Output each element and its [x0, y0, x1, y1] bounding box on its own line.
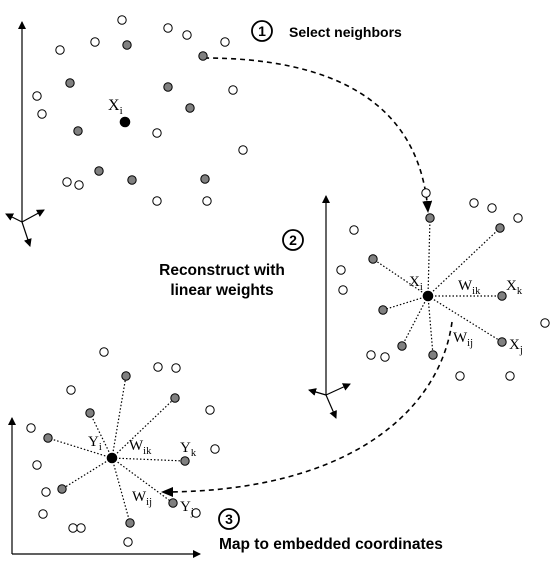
- axis-left: [5, 213, 23, 223]
- axis-down: [21, 221, 32, 247]
- label-yk: Yk: [180, 440, 197, 459]
- points-high-dim: [32, 15, 248, 206]
- label-yi: Yi: [88, 434, 102, 453]
- step-3-badge: 3: [218, 508, 240, 530]
- axes-high-dim: [5, 21, 45, 247]
- step-1-label: Select neighbors: [289, 24, 402, 40]
- weight-lines-neighborhood: [372, 217, 503, 356]
- label-wij: Wij: [453, 330, 473, 349]
- axis-left: [308, 388, 327, 396]
- svg-text:3: 3: [225, 511, 233, 527]
- label-xi: Xi: [108, 97, 123, 117]
- label-center-xi: Xi: [409, 274, 423, 293]
- svg-text:2: 2: [289, 232, 297, 248]
- step-2-label-line2: linear weights: [170, 282, 273, 299]
- arrow-reconstruct-to-embed: [161, 321, 453, 497]
- step-2-badge: 2: [282, 229, 304, 251]
- label-xj: Xj: [509, 337, 523, 356]
- axes-neighborhood: [308, 195, 351, 419]
- axis-diag-up: [21, 209, 45, 223]
- label-wij-embed: Wij: [132, 489, 152, 508]
- axes-embedding: [8, 417, 201, 558]
- step-3-label: Map to embedded coordinates: [219, 536, 443, 553]
- points-neighborhood: [336, 188, 550, 381]
- label-yj: Yj: [180, 499, 194, 518]
- axis-diag-up: [325, 383, 351, 396]
- step-1-badge: 1: [251, 20, 273, 42]
- axis-down: [325, 394, 337, 419]
- points-embedding: [26, 347, 220, 547]
- arrow-select-to-reconstruct: [203, 57, 433, 213]
- label-wik-embed: Wik: [129, 438, 152, 457]
- step-2-label-line1: Reconstruct with: [159, 262, 285, 279]
- weight-lines-embedding: [47, 375, 186, 524]
- label-xk: Xk: [506, 278, 523, 297]
- label-wik: Wik: [458, 278, 481, 297]
- svg-text:1: 1: [258, 23, 266, 39]
